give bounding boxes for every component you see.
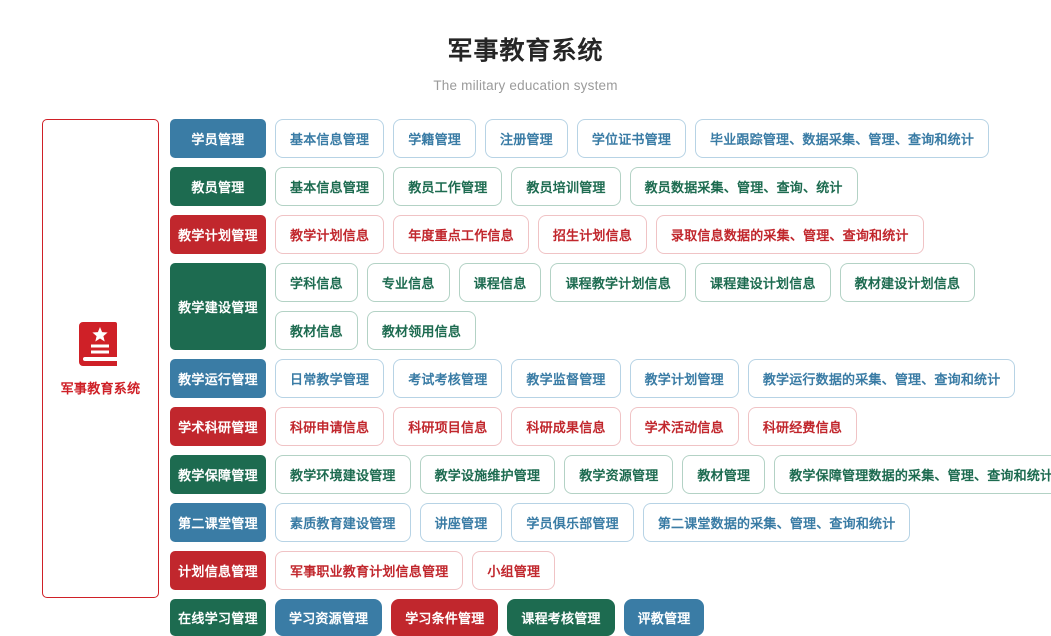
module-row-label[interactable]: 在线学习管理 <box>170 599 266 636</box>
module-item-button[interactable]: 课程建设计划信息 <box>695 263 831 302</box>
module-item-button[interactable]: 教学计划管理 <box>629 359 739 398</box>
module-item-button[interactable]: 课程考核管理 <box>507 599 615 636</box>
module-item-button[interactable]: 素质教育建设管理 <box>275 503 411 542</box>
module-item-button[interactable]: 军事职业教育计划信息管理 <box>275 551 464 590</box>
module-item-button[interactable]: 招生计划信息 <box>537 215 648 254</box>
module-item-button[interactable]: 科研经费信息 <box>747 407 858 446</box>
module-item-line: 教学环境建设管理教学设施维护管理教学资源管理教材管理教学保障管理数据的采集、管理… <box>275 455 1051 494</box>
module-item-button[interactable]: 教员培训管理 <box>511 167 621 206</box>
module-row-label[interactable]: 计划信息管理 <box>170 551 266 590</box>
module-item-button[interactable]: 毕业跟踪管理、数据采集、管理、查询和统计 <box>695 119 990 158</box>
module-item-button[interactable]: 教学计划信息 <box>275 215 385 254</box>
module-row-items: 教学计划信息年度重点工作信息招生计划信息录取信息数据的采集、管理、查询和统计 <box>275 215 1051 254</box>
module-row: 教学建设管理学科信息专业信息课程信息课程教学计划信息课程建设计划信息教材建设计划… <box>170 263 1051 350</box>
module-row-label[interactable]: 教员管理 <box>170 167 266 206</box>
module-item-button[interactable]: 教学监督管理 <box>511 359 621 398</box>
module-item-button[interactable]: 年度重点工作信息 <box>393 215 529 254</box>
module-item-button[interactable]: 教学保障管理数据的采集、管理、查询和统计 <box>774 455 1051 494</box>
module-item-button[interactable]: 教材领用信息 <box>366 311 477 350</box>
module-item-button[interactable]: 学术活动信息 <box>629 407 739 446</box>
module-item-button[interactable]: 教员数据采集、管理、查询、统计 <box>629 167 858 206</box>
module-item-button[interactable]: 专业信息 <box>366 263 450 302</box>
module-item-button[interactable]: 学科信息 <box>275 263 358 302</box>
system-root-card-label: 军事教育系统 <box>60 381 141 396</box>
module-row: 教员管理基本信息管理教员工作管理教员培训管理教员数据采集、管理、查询、统计 <box>170 167 1051 206</box>
module-item-button[interactable]: 学习条件管理 <box>391 599 499 636</box>
module-row-label[interactable]: 教学计划管理 <box>170 215 266 254</box>
module-row-items: 日常教学管理考试考核管理教学监督管理教学计划管理教学运行数据的采集、管理、查询和… <box>275 359 1051 398</box>
module-row: 学术科研管理科研申请信息科研项目信息科研成果信息学术活动信息科研经费信息 <box>170 407 1051 446</box>
module-item-button[interactable]: 教员工作管理 <box>393 167 503 206</box>
module-item-button[interactable]: 日常教学管理 <box>275 359 385 398</box>
module-row: 教学计划管理教学计划信息年度重点工作信息招生计划信息录取信息数据的采集、管理、查… <box>170 215 1051 254</box>
module-item-button[interactable]: 基本信息管理 <box>275 167 385 206</box>
module-item-button[interactable]: 学习资源管理 <box>275 599 383 636</box>
module-row-label[interactable]: 教学保障管理 <box>170 455 266 494</box>
module-item-button[interactable]: 课程信息 <box>458 263 542 302</box>
module-row: 第二课堂管理素质教育建设管理讲座管理学员俱乐部管理第二课堂数据的采集、管理、查询… <box>170 503 1051 542</box>
module-row-items: 学习资源管理学习条件管理课程考核管理评教管理 <box>275 599 1051 636</box>
module-row-items: 基本信息管理学籍管理注册管理学位证书管理毕业跟踪管理、数据采集、管理、查询和统计 <box>275 119 1051 158</box>
module-item-button[interactable]: 学籍管理 <box>393 119 477 158</box>
page-header: 军事教育系统 The military education system <box>0 0 1051 93</box>
module-item-line: 教学计划信息年度重点工作信息招生计划信息录取信息数据的采集、管理、查询和统计 <box>275 215 1051 254</box>
module-row: 教学运行管理日常教学管理考试考核管理教学监督管理教学计划管理教学运行数据的采集、… <box>170 359 1051 398</box>
module-row-label[interactable]: 学术科研管理 <box>170 407 266 446</box>
module-item-button[interactable]: 考试考核管理 <box>393 359 503 398</box>
page-subtitle: The military education system <box>433 78 618 93</box>
module-item-line: 科研申请信息科研项目信息科研成果信息学术活动信息科研经费信息 <box>275 407 1051 446</box>
module-row: 学员管理基本信息管理学籍管理注册管理学位证书管理毕业跟踪管理、数据采集、管理、查… <box>170 119 1051 158</box>
module-item-line: 基本信息管理学籍管理注册管理学位证书管理毕业跟踪管理、数据采集、管理、查询和统计 <box>275 119 1051 158</box>
module-item-button[interactable]: 录取信息数据的采集、管理、查询和统计 <box>656 215 924 254</box>
system-root-card-content: 军事教育系统 <box>61 320 141 397</box>
module-item-button[interactable]: 教材管理 <box>682 455 766 494</box>
module-item-button[interactable]: 教学环境建设管理 <box>275 455 411 494</box>
system-root-card[interactable]: 军事教育系统 <box>42 119 159 598</box>
module-row-items: 军事职业教育计划信息管理小组管理 <box>275 551 1051 590</box>
module-row-items: 科研申请信息科研项目信息科研成果信息学术活动信息科研经费信息 <box>275 407 1051 446</box>
diagram-body: 军事教育系统 学员管理基本信息管理学籍管理注册管理学位证书管理毕业跟踪管理、数据… <box>0 93 1051 636</box>
module-item-line: 学习资源管理学习条件管理课程考核管理评教管理 <box>275 599 1051 636</box>
module-item-line: 教材信息教材领用信息 <box>275 311 1051 350</box>
module-item-line: 日常教学管理考试考核管理教学监督管理教学计划管理教学运行数据的采集、管理、查询和… <box>275 359 1051 398</box>
module-row-label[interactable]: 教学运行管理 <box>170 359 266 398</box>
module-item-button[interactable]: 科研成果信息 <box>511 407 621 446</box>
module-item-line: 素质教育建设管理讲座管理学员俱乐部管理第二课堂数据的采集、管理、查询和统计 <box>275 503 1051 542</box>
module-rows: 学员管理基本信息管理学籍管理注册管理学位证书管理毕业跟踪管理、数据采集、管理、查… <box>170 119 1051 636</box>
module-item-button[interactable]: 注册管理 <box>485 119 568 158</box>
module-item-button[interactable]: 基本信息管理 <box>275 119 385 158</box>
module-row-items: 教学环境建设管理教学设施维护管理教学资源管理教材管理教学保障管理数据的采集、管理… <box>275 455 1051 494</box>
module-item-line: 军事职业教育计划信息管理小组管理 <box>275 551 1051 590</box>
module-item-button[interactable]: 小组管理 <box>472 551 556 590</box>
module-row-label[interactable]: 教学建设管理 <box>170 263 266 350</box>
module-item-button[interactable]: 学员俱乐部管理 <box>511 503 634 542</box>
module-item-button[interactable]: 教学运行数据的采集、管理、查询和统计 <box>747 359 1016 398</box>
module-item-button[interactable]: 学位证书管理 <box>576 119 687 158</box>
module-item-button[interactable]: 科研项目信息 <box>393 407 503 446</box>
module-row-items: 学科信息专业信息课程信息课程教学计划信息课程建设计划信息教材建设计划信息教材信息… <box>275 263 1051 350</box>
module-row: 教学保障管理教学环境建设管理教学设施维护管理教学资源管理教材管理教学保障管理数据… <box>170 455 1051 494</box>
module-row: 计划信息管理军事职业教育计划信息管理小组管理 <box>170 551 1051 590</box>
module-row: 在线学习管理学习资源管理学习条件管理课程考核管理评教管理 <box>170 599 1051 636</box>
module-item-button[interactable]: 教材信息 <box>275 311 358 350</box>
module-item-button[interactable]: 评教管理 <box>623 599 705 636</box>
page-title: 军事教育系统 <box>447 37 604 65</box>
module-row-items: 素质教育建设管理讲座管理学员俱乐部管理第二课堂数据的采集、管理、查询和统计 <box>275 503 1051 542</box>
module-row-label[interactable]: 学员管理 <box>170 119 266 158</box>
module-item-button[interactable]: 教材建设计划信息 <box>839 263 976 302</box>
module-item-button[interactable]: 讲座管理 <box>419 503 503 542</box>
module-item-button[interactable]: 第二课堂数据的采集、管理、查询和统计 <box>642 503 911 542</box>
module-item-button[interactable]: 教学设施维护管理 <box>419 455 556 494</box>
module-row-items: 基本信息管理教员工作管理教员培训管理教员数据采集、管理、查询、统计 <box>275 167 1051 206</box>
module-row-label[interactable]: 第二课堂管理 <box>170 503 266 542</box>
module-item-button[interactable]: 课程教学计划信息 <box>550 263 687 302</box>
book-star-icon <box>78 322 117 366</box>
module-item-line: 学科信息专业信息课程信息课程教学计划信息课程建设计划信息教材建设计划信息 <box>275 263 1051 302</box>
module-item-button[interactable]: 教学资源管理 <box>564 455 674 494</box>
module-item-button[interactable]: 科研申请信息 <box>275 407 385 446</box>
module-item-line: 基本信息管理教员工作管理教员培训管理教员数据采集、管理、查询、统计 <box>275 167 1051 206</box>
